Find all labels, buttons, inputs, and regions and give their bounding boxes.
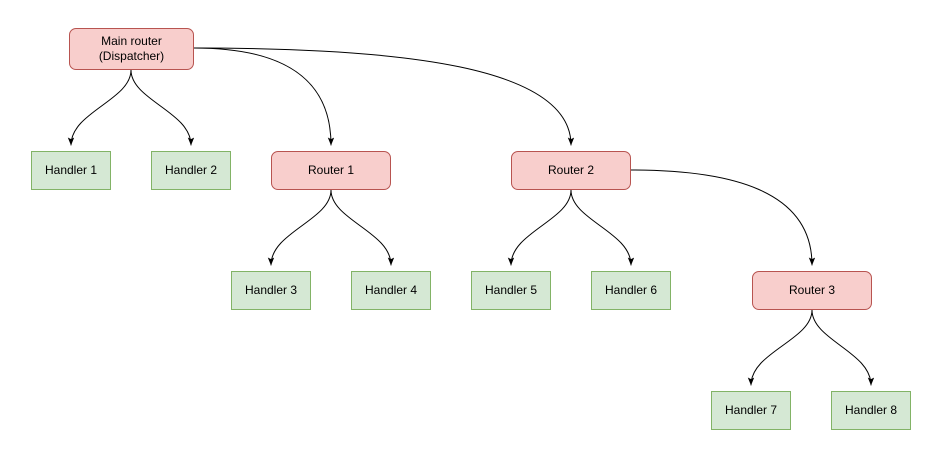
node-label: Router 1: [307, 163, 355, 177]
edge-router-1-to-handler-3: [267, 189, 332, 266]
node-handler-2[interactable]: Handler 2: [151, 151, 231, 190]
node-label: Router 3: [788, 283, 836, 297]
node-label: Handler 6: [604, 283, 658, 297]
node-router-3[interactable]: Router 3: [752, 271, 872, 310]
edge-router-3-to-handler-8: [811, 309, 875, 386]
node-handler-1[interactable]: Handler 1: [31, 151, 111, 190]
edge-main-to-handler-1: [67, 69, 132, 146]
node-main-router[interactable]: Main router (Dispatcher): [69, 28, 194, 70]
node-handler-4[interactable]: Handler 4: [351, 271, 431, 310]
edges: [67, 47, 875, 386]
node-handler-7[interactable]: Handler 7: [711, 391, 791, 430]
node-label: Main router (Dispatcher): [98, 34, 165, 63]
edge-router-2-to-handler-5: [507, 189, 572, 266]
edge-router-2-to-handler-6: [570, 189, 635, 266]
node-handler-6[interactable]: Handler 6: [591, 271, 671, 310]
node-handler-5[interactable]: Handler 5: [471, 271, 551, 310]
edge-router-3-to-handler-7: [747, 309, 813, 386]
node-router-2[interactable]: Router 2: [511, 151, 631, 190]
node-handler-8[interactable]: Handler 8: [831, 391, 911, 430]
node-label: Router 2: [547, 163, 595, 177]
edge-main-to-handler-2: [130, 69, 195, 146]
node-label: Handler 8: [844, 403, 898, 417]
node-label: Handler 5: [484, 283, 538, 297]
node-label: Handler 7: [724, 403, 778, 417]
edge-router-1-to-handler-4: [330, 189, 395, 266]
node-label: Handler 4: [364, 283, 418, 297]
node-label: Handler 2: [164, 163, 218, 177]
node-handler-3[interactable]: Handler 3: [231, 271, 311, 310]
edge-main-to-router-2: [193, 47, 575, 146]
node-label: Handler 3: [244, 283, 298, 297]
node-label: Handler 1: [44, 163, 98, 177]
node-router-1[interactable]: Router 1: [271, 151, 391, 190]
edge-router-2-to-router-3: [630, 169, 816, 266]
edge-main-to-router-1: [193, 47, 335, 146]
